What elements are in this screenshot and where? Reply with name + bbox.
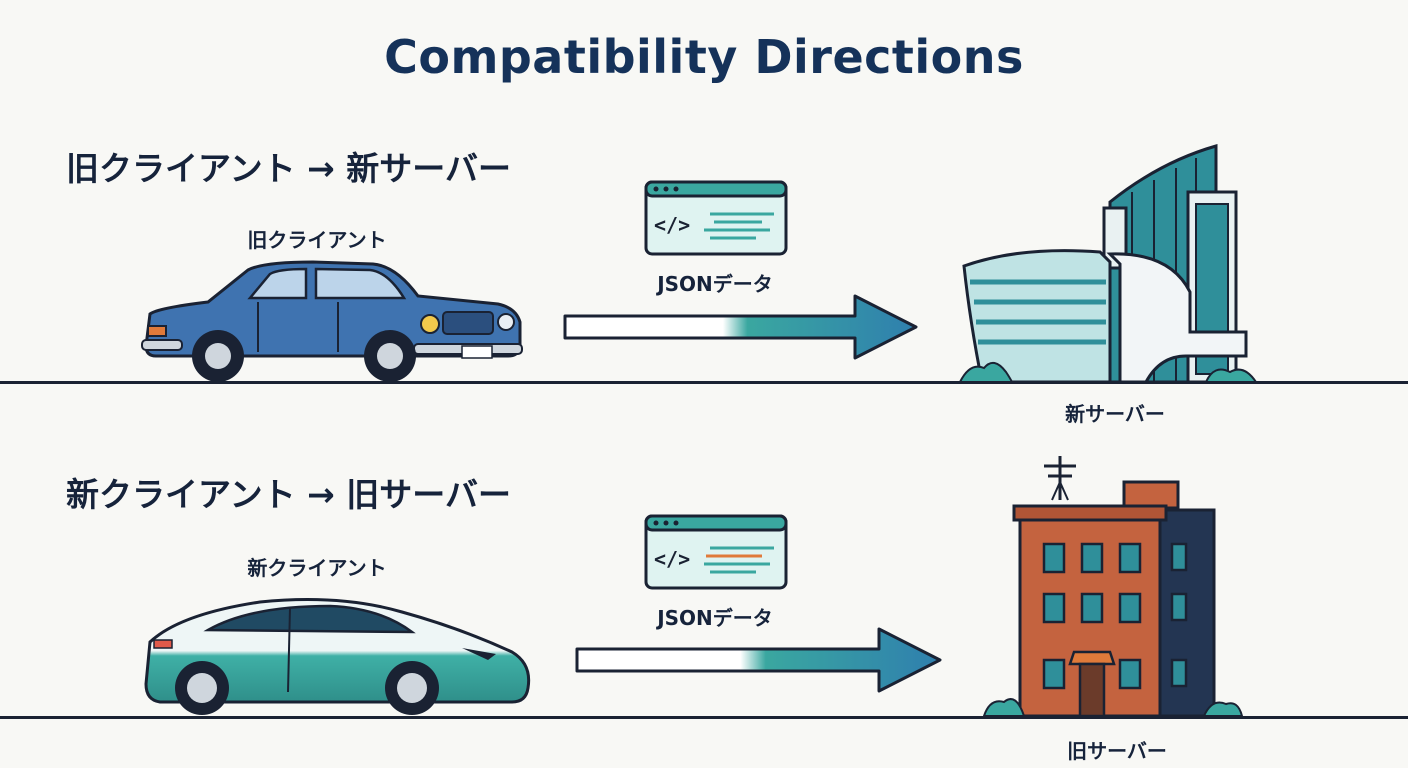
json-data-label: JSONデータ bbox=[657, 606, 773, 630]
new-client-label: 新クライアント bbox=[247, 556, 387, 580]
section-heading-old-client-new-server: 旧クライアント → 新サーバー bbox=[66, 149, 511, 188]
json-document-icon: </> bbox=[644, 514, 788, 590]
new-server-label: 新サーバー bbox=[1065, 402, 1165, 426]
ground-line bbox=[0, 381, 1408, 384]
new-server-building bbox=[958, 144, 1258, 384]
data-flow-arrow bbox=[575, 627, 942, 693]
old-server-label: 旧サーバー bbox=[1067, 739, 1167, 763]
json-data-label: JSONデータ bbox=[657, 272, 773, 296]
old-car-illustration bbox=[141, 260, 523, 382]
old-client-label: 旧クライアント bbox=[247, 228, 387, 252]
json-document-icon: </> bbox=[644, 180, 788, 256]
section-heading-new-client-old-server: 新クライアント → 旧サーバー bbox=[66, 475, 511, 514]
ground-line bbox=[0, 716, 1408, 719]
code-glyph: </> bbox=[654, 547, 690, 571]
old-server-building bbox=[982, 456, 1244, 718]
new-car-illustration bbox=[144, 598, 531, 715]
data-flow-arrow bbox=[563, 294, 918, 360]
code-glyph: </> bbox=[654, 213, 690, 237]
page-title: Compatibility Directions bbox=[384, 30, 1024, 84]
